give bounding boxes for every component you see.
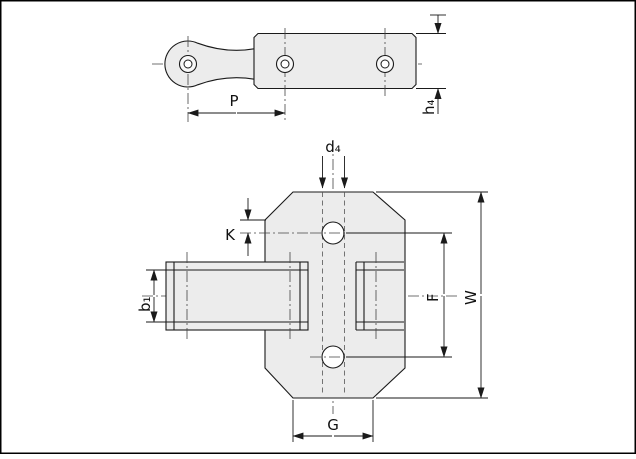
inner-link-plates <box>165 261 309 331</box>
pin-hole <box>280 59 290 69</box>
pin-hole <box>183 59 193 69</box>
dim-label-w: W <box>462 290 480 305</box>
dim-label-b1: b₁ <box>136 296 154 312</box>
side-view: P h₄ <box>152 14 446 122</box>
pin-hole <box>380 59 390 69</box>
dim-label-k: K <box>225 226 236 244</box>
dim-label-pitch: P <box>229 92 238 110</box>
attachment-plate-side <box>253 32 417 90</box>
dim-label-d4: d₄ <box>325 138 341 156</box>
plan-view: d₄ K b₁ F W G <box>136 138 488 442</box>
dim-label-h4: h₄ <box>420 99 438 115</box>
dim-label-g: G <box>327 416 339 434</box>
dim-label-f: F <box>424 293 442 302</box>
